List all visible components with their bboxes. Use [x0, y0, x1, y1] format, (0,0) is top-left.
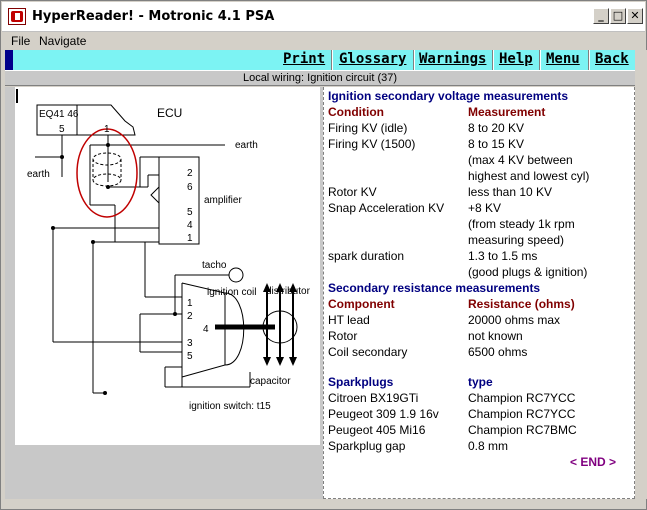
wiring-diagram-svg: EQ41 46 5 1 ECU earth earth 2 6 5 4 1 am…: [16, 89, 311, 412]
row-label: Peugeot 405 Mi16: [328, 423, 426, 437]
row-value: Champion RC7YCC: [468, 391, 576, 405]
row-value: 1.3 to 1.5 ms: [468, 249, 538, 263]
shielded-cable-top: [92, 152, 122, 166]
title-bar[interactable]: HyperReader! - Motronic 4.1 PSA _ □ ✕: [2, 2, 645, 32]
end-link[interactable]: < END >: [570, 455, 617, 469]
shielded-cable-bottom: [92, 173, 122, 187]
row-value: Champion RC7YCC: [468, 407, 576, 421]
row-value: +8 KV: [468, 201, 502, 215]
print-button[interactable]: Print: [283, 51, 326, 67]
ignition-wiring-diagram[interactable]: EQ41 46 5 1 ECU earth earth 2 6 5 4 1 am…: [15, 87, 320, 445]
topic-caption: Local wiring: Ignition circuit (37): [242, 72, 398, 84]
toolbar-divider: [588, 50, 590, 70]
row-value: 0.8 mm: [468, 439, 509, 453]
menu-bar: File Navigate: [2, 32, 645, 50]
row-value: 6500 ohms: [468, 345, 528, 359]
app-icon[interactable]: [8, 8, 26, 25]
coil-pin-4: 4: [203, 324, 209, 335]
ecu-outline: [77, 104, 136, 136]
col-condition: Condition: [328, 105, 384, 119]
row-label: HT lead: [328, 313, 370, 327]
maximize-button[interactable]: □: [610, 8, 626, 24]
row-value: (from steady 1k rpm: [468, 217, 575, 231]
amp-pin-5: 5: [187, 207, 193, 218]
row-value: 8 to 20 KV: [468, 121, 525, 135]
coil-pin-3: 3: [187, 338, 193, 349]
help-button[interactable]: Help: [499, 51, 533, 67]
toolbar-divider: [331, 50, 333, 70]
distributor-label: distributor: [266, 286, 311, 297]
toolbar: Print Glossary Warnings Help Menu Back: [5, 50, 635, 70]
ignition-coil-label: ignition coil: [207, 287, 256, 298]
row-value: measuring speed): [468, 233, 565, 247]
diagram-pane: EQ41 46 5 1 ECU earth earth 2 6 5 4 1 am…: [5, 87, 323, 499]
warnings-button[interactable]: Warnings: [419, 51, 487, 67]
ecu-connector-box: [36, 104, 78, 136]
col-measurement: Measurement: [468, 105, 546, 119]
ecu-pin1-label: 1: [104, 124, 110, 135]
row-value: less than 10 KV: [468, 185, 553, 199]
row-value: highest and lowest cyl): [468, 169, 590, 183]
row-value: 20000 ohms max: [468, 313, 561, 327]
row-label: Rotor: [328, 329, 358, 343]
menu-navigate[interactable]: Navigate: [39, 34, 87, 48]
tacho-label: tacho: [202, 260, 227, 271]
topic-caption-bar: Local wiring: Ignition circuit (37): [5, 70, 635, 86]
capacitor-label: capacitor: [250, 376, 291, 387]
row-label: Coil secondary: [328, 345, 408, 359]
coil-pin-2: 2: [187, 311, 193, 322]
row-label: Firing KV (1500): [328, 137, 416, 151]
col-component: Component: [328, 297, 395, 311]
glossary-button[interactable]: Glossary: [339, 51, 407, 67]
coil-pin-1: 1: [187, 298, 193, 309]
tacho-terminal: [228, 267, 244, 283]
amplifier-label: amplifier: [204, 195, 242, 206]
row-label: spark duration: [328, 249, 405, 263]
amp-pin-6: 6: [187, 182, 193, 193]
row-value: (good plugs & ignition): [468, 265, 588, 279]
window-right-edge: [635, 50, 647, 499]
row-value: (max 4 KV between: [468, 153, 573, 167]
row-label: Sparkplug gap: [328, 439, 406, 453]
close-button[interactable]: ✕: [627, 8, 643, 24]
measurements-pane: Ignition secondary voltage measurements …: [323, 87, 635, 499]
toolbar-divider: [539, 50, 541, 70]
amplifier-box: [158, 156, 200, 245]
amp-pin-2: 2: [187, 168, 193, 179]
window-title: HyperReader! - Motronic 4.1 PSA: [32, 9, 275, 24]
row-label: Snap Acceleration KV: [328, 201, 445, 215]
ecu-pin5-label: 5: [59, 124, 65, 135]
amp-pin-1: 1: [187, 233, 193, 244]
highlight-circle: [76, 128, 138, 218]
col-resistance: Resistance (ohms): [468, 297, 575, 311]
row-value: Champion RC7BMC: [468, 423, 577, 437]
toolbar-divider: [413, 50, 415, 70]
toolbar-divider: [492, 50, 494, 70]
back-button[interactable]: Back: [595, 51, 629, 67]
menu-file[interactable]: File: [11, 34, 31, 48]
amp-pin-4: 4: [187, 220, 193, 231]
ecu-label: ECU: [157, 106, 182, 120]
ignition-switch-label: ignition switch: t15: [189, 401, 271, 412]
amplifier-notch: [150, 186, 160, 204]
row-value: 8 to 15 KV: [468, 137, 525, 151]
section2-title: Secondary resistance measurements: [328, 281, 541, 295]
row-label: Peugeot 309 1.9 16v: [328, 407, 439, 421]
row-label: Firing KV (idle): [328, 121, 408, 135]
coil-pin-5: 5: [187, 351, 193, 362]
col-type: type: [468, 375, 493, 389]
section1-title: Ignition secondary voltage measurements: [328, 89, 569, 103]
row-value: not known: [468, 329, 523, 343]
menu-button[interactable]: Menu: [546, 51, 580, 67]
earth-top-label: earth: [235, 140, 258, 151]
minimize-button[interactable]: _: [593, 8, 609, 24]
row-label: Citroen BX19GTi: [328, 391, 419, 405]
ecu-code-label: EQ41 46: [39, 109, 79, 120]
row-label: Rotor KV: [328, 185, 377, 199]
earth-left-label: earth: [27, 169, 50, 180]
col-sparkplugs: Sparkplugs: [328, 375, 394, 389]
